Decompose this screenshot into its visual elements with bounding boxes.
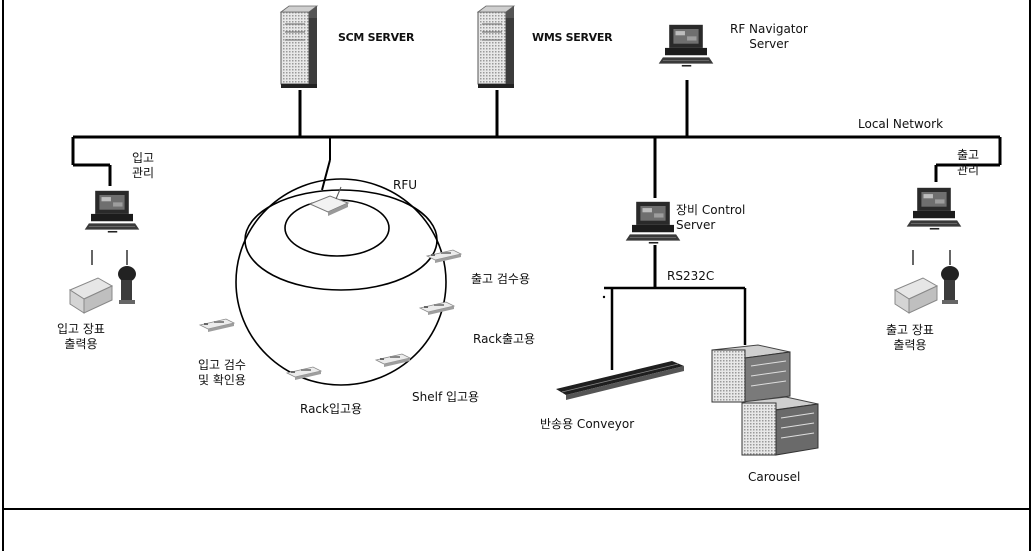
conveyor-icon bbox=[556, 361, 684, 400]
outbound-inspect-terminal-label: 출고 검수용 bbox=[471, 272, 530, 287]
scm-server-icon bbox=[281, 6, 317, 88]
local-network-label: Local Network bbox=[858, 117, 943, 132]
rf-navigator-server-icon bbox=[659, 25, 714, 66]
rs232c-label: RS232C bbox=[667, 269, 714, 284]
inbound-mgmt-pc-icon bbox=[85, 191, 140, 232]
outbound-mgmt-label: 출고 관리 bbox=[957, 148, 979, 178]
outbound-mgmt-pc-icon bbox=[907, 188, 962, 229]
rf-terminal-icon bbox=[376, 354, 410, 367]
inbound-scanner-icon bbox=[118, 266, 136, 304]
outbound-scanner-icon bbox=[941, 266, 959, 304]
outbound-print-label: 출고 장표 출력용 bbox=[886, 323, 934, 353]
shelf-in-terminal-label: Shelf 입고용 bbox=[412, 390, 479, 405]
wms-server-icon bbox=[478, 6, 514, 88]
rf-terminal-icon bbox=[420, 302, 454, 315]
carousel-icon bbox=[712, 345, 818, 455]
control-server-pc-icon bbox=[626, 202, 681, 243]
inbound-inspect-terminal-label: 입고 검수 및 확인용 bbox=[198, 358, 246, 388]
outbound-printer-icon bbox=[895, 250, 950, 313]
inbound-printer-icon bbox=[70, 250, 127, 313]
scm-server-label: SCM SERVER bbox=[338, 31, 414, 45]
rack-in-terminal-label: Rack입고용 bbox=[300, 402, 362, 417]
rf-navigator-server-label: RF Navigator Server bbox=[730, 22, 808, 52]
wms-server-label: WMS SERVER bbox=[532, 31, 612, 45]
inbound-mgmt-label: 입고 관리 bbox=[132, 151, 154, 181]
carousel-label: Carousel bbox=[748, 470, 800, 485]
control-server-label: 장비 Control Server bbox=[676, 203, 745, 233]
rf-terminal-icon bbox=[200, 319, 234, 332]
rack-out-terminal-label: Rack출고용 bbox=[473, 332, 535, 347]
inbound-print-label: 입고 장표 출력용 bbox=[57, 322, 105, 352]
conveyor-label: 반송용 Conveyor bbox=[540, 417, 634, 432]
rfu-label: RFU bbox=[393, 178, 417, 193]
